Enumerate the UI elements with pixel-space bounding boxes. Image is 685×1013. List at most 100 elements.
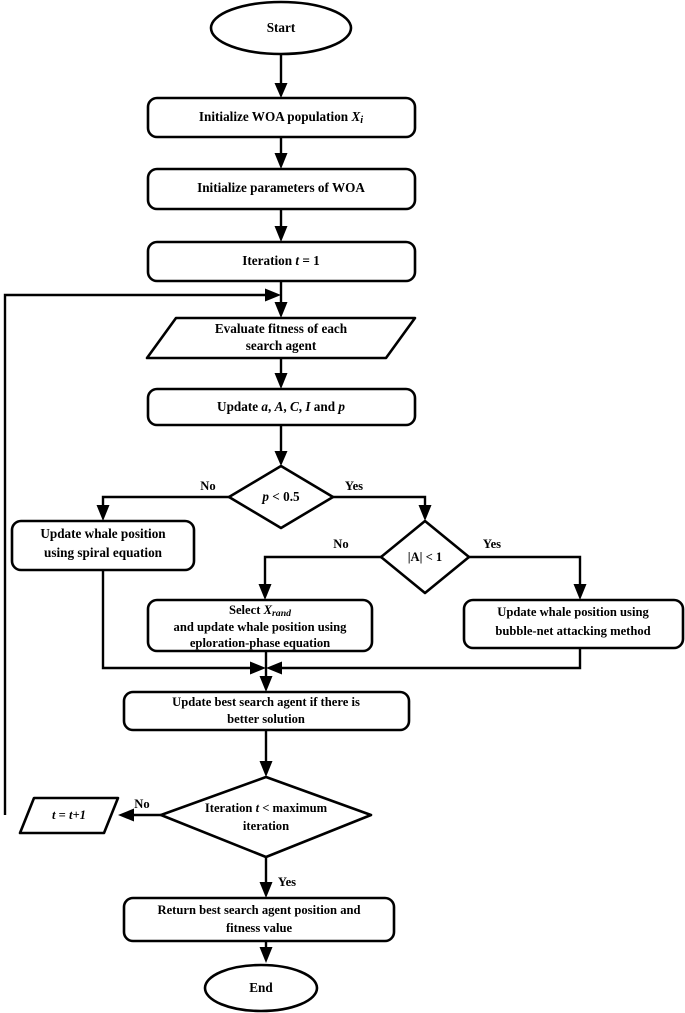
- exploration-update-line2: and update whale position using: [174, 620, 348, 634]
- decision-p-label: p < 0.5: [261, 489, 300, 504]
- update-best-line1: Update best search agent if there is: [172, 695, 360, 709]
- node-end[interactable]: End: [203, 963, 319, 1013]
- decision-iteration-var: t: [256, 801, 260, 815]
- init-parameters-label: Initialize parameters of WOA: [197, 180, 365, 195]
- update-params-s4: and: [310, 399, 338, 414]
- update-params-s2: ,: [283, 399, 290, 414]
- exploration-update-sub: rand: [272, 608, 292, 619]
- arrowhead-update-best-to-decision-iteration: [259, 761, 273, 777]
- connectors: [3, 54, 587, 963]
- exploration-update-line1-pre: Select: [229, 603, 264, 617]
- decision-iteration-shape: [159, 775, 373, 859]
- init-population-var: X: [350, 109, 361, 124]
- return-best-shape: [122, 896, 396, 943]
- bubblenet-update-shape: [462, 598, 685, 650]
- node-iteration-init[interactable]: Iteration t = 1: [146, 240, 417, 283]
- decision-iteration-post: < maximum: [259, 801, 328, 815]
- update-best-shape: [122, 690, 411, 732]
- init-population-label: Initialize WOA population Xi: [199, 109, 363, 126]
- node-spiral-update[interactable]: Update whale position using spiral equat…: [10, 519, 196, 572]
- bubblenet-update-line2: bubble-net attacking method: [495, 624, 650, 638]
- update-params-v2: A: [274, 399, 284, 414]
- node-evaluate-fitness[interactable]: Evaluate fitness of each search agent: [145, 316, 417, 360]
- edge-bubblenet-to-merge: [279, 648, 582, 670]
- arrowhead-start-to-init-population: [274, 83, 288, 98]
- node-decision-a[interactable]: |A| < 1: [379, 519, 471, 595]
- node-decision-iteration[interactable]: Iteration t < maximum iteration: [159, 775, 373, 859]
- init-population-label-text: Initialize WOA population: [199, 109, 352, 124]
- increment-t-mid: =: [56, 808, 69, 822]
- node-update-params[interactable]: Update a, A, C, I and p: [146, 387, 417, 427]
- node-update-best[interactable]: Update best search agent if there is bet…: [122, 690, 411, 732]
- node-bubblenet-update[interactable]: Update whale position using bubble-net a…: [462, 598, 685, 650]
- edge-decision-a-no-to-exploration: [263, 555, 381, 588]
- iteration-init-pre: Iteration: [242, 253, 295, 268]
- arrowhead-init-parameters-to-iteration: [274, 226, 288, 242]
- edge-spiral-to-merge: [101, 570, 253, 670]
- arrowhead-init-population-to-init-parameters: [274, 153, 288, 169]
- arrowhead-decision-iteration-no-to-increment: [118, 808, 134, 822]
- update-params-pre: Update: [217, 399, 261, 414]
- end-label: End: [249, 980, 273, 995]
- decision-iteration-pre: Iteration: [205, 801, 256, 815]
- edge-labels: No Yes No Yes No Yes: [134, 479, 501, 889]
- edge-label-iteration-no: No: [134, 797, 149, 811]
- arrowhead-return-to-end: [259, 947, 273, 963]
- spiral-update-line1: Update whale position: [40, 526, 166, 541]
- decision-a-label: |A| < 1: [408, 550, 442, 564]
- edge-loopback-to-evaluate: [3, 293, 268, 815]
- arrowhead-evaluate-to-update-params: [274, 373, 288, 389]
- edge-decision-a-yes-to-bubblenet: [469, 555, 582, 588]
- update-params-shape: [146, 387, 417, 427]
- node-increment-t[interactable]: t = t+1: [18, 796, 120, 835]
- decision-iteration-line1: Iteration t < maximum: [205, 801, 328, 815]
- edge-label-a-no: No: [333, 537, 348, 551]
- edge-label-p-yes: Yes: [345, 479, 363, 493]
- arrowhead-decision-a-no-to-exploration: [258, 584, 272, 600]
- decision-p-post: < 0.5: [269, 489, 300, 504]
- start-label: Start: [267, 20, 296, 35]
- init-parameters-shape: [146, 167, 417, 211]
- iteration-init-post: = 1: [299, 253, 320, 268]
- init-population-sub: i: [360, 115, 363, 126]
- evaluate-fitness-shape: [145, 316, 417, 360]
- init-population-shape: [146, 96, 417, 139]
- node-exploration-update[interactable]: Select Xrand and update whale position u…: [146, 598, 374, 653]
- node-return-best[interactable]: Return best search agent position and fi…: [122, 896, 396, 943]
- decision-p-var: p: [261, 489, 269, 504]
- node-init-population[interactable]: Initialize WOA population Xi: [146, 96, 417, 139]
- node-init-parameters[interactable]: Initialize parameters of WOA: [146, 167, 417, 211]
- node-start[interactable]: Start: [209, 0, 353, 56]
- increment-t-label: t = t+1: [52, 808, 86, 822]
- iteration-init-shape: [146, 240, 417, 283]
- arrowhead-iteration-to-evaluate: [274, 302, 288, 318]
- edge-label-iteration-yes: Yes: [278, 875, 296, 889]
- bubblenet-update-line1: Update whale position using: [497, 605, 649, 619]
- arrowhead-spiral-to-merge: [250, 661, 266, 675]
- arrowhead-update-params-to-decision-p: [274, 451, 288, 466]
- evaluate-fitness-line2: search agent: [246, 338, 317, 353]
- arrowhead-bubblenet-to-merge: [266, 661, 282, 675]
- update-params-v5: p: [337, 399, 345, 414]
- arrowhead-merge-to-update-best: [259, 676, 273, 692]
- update-params-v4: I: [304, 399, 311, 414]
- update-params-v1: a: [261, 399, 268, 414]
- iteration-init-label: Iteration t = 1: [242, 253, 319, 268]
- return-best-line1: Return best search agent position and: [157, 903, 360, 917]
- increment-t-var1: t: [52, 808, 56, 822]
- edge-decision-p-yes-to-decision-a: [333, 495, 427, 508]
- decision-iteration-line2: iteration: [243, 819, 289, 833]
- arrowhead-decision-iteration-yes-to-return: [259, 882, 273, 898]
- exploration-update-line3: eploration-phase equation: [190, 636, 330, 650]
- spiral-update-shape: [10, 519, 196, 572]
- update-params-s1: ,: [268, 399, 275, 414]
- end-terminator-shape: [203, 963, 319, 1013]
- node-decision-p[interactable]: p < 0.5: [227, 464, 335, 530]
- exploration-update-var: X: [263, 603, 273, 617]
- arrowhead-decision-p-yes-to-decision-a: [418, 505, 432, 521]
- start-terminator-shape: [209, 0, 353, 56]
- exploration-update-shape: [146, 598, 374, 653]
- spiral-update-line2: using spiral equation: [44, 545, 163, 560]
- arrowhead-decision-p-no-to-spiral: [96, 505, 110, 521]
